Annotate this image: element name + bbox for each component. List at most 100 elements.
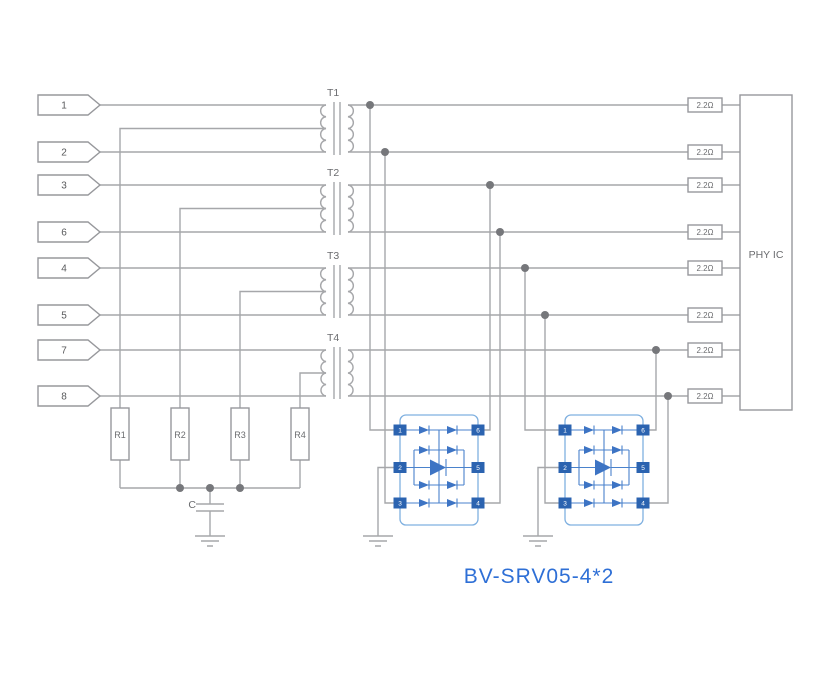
tvs-diode-bars [593, 425, 623, 508]
tvs-array-right: 1 2 3 6 5 4 [558, 414, 650, 526]
tvs-pin [393, 497, 407, 509]
pin-connector-1: 1 [37, 94, 102, 116]
resistor-label: R2 [174, 430, 186, 440]
pin-connector-8: 8 [37, 385, 102, 407]
wire-center-taps [119, 127, 326, 408]
resistor-R1: R1 [110, 407, 130, 461]
tvs-pin-number: 5 [476, 465, 480, 472]
resistor-body [110, 407, 130, 461]
pin-connector-shape [37, 304, 102, 326]
transformer-label: T2 [327, 167, 339, 179]
junction-dot [496, 228, 504, 236]
tvs-diodes [584, 426, 622, 507]
transformer-T2: T2 [320, 167, 354, 235]
resistor-value: 2.2Ω [696, 392, 713, 401]
tvs-pin-number: 6 [641, 428, 645, 435]
pin-connector-shape [37, 141, 102, 163]
pin-connector-5: 5 [37, 304, 102, 326]
resistor-value: 2.2Ω [696, 228, 713, 237]
pin-label: 6 [61, 228, 67, 239]
tvs-pin-number: 2 [398, 465, 402, 472]
junction-dot [652, 346, 660, 354]
tvs-pin-number: 4 [641, 501, 645, 508]
tvs-pin [471, 424, 485, 436]
resistor-label: R1 [114, 430, 126, 440]
resistor-body [687, 177, 723, 193]
primary-coil [320, 349, 327, 397]
resistor-R3: R3 [230, 407, 250, 461]
resistor-body [290, 407, 310, 461]
pin-connector-shape [37, 221, 102, 243]
transformer-T1: T1 [320, 87, 354, 155]
tvs-pin-number: 1 [563, 428, 567, 435]
phy-ic-label: PHY IC [749, 249, 784, 261]
series-resistor-4: 2.2Ω [687, 224, 723, 240]
transformer-label: T1 [327, 87, 339, 99]
ground-symbol [195, 535, 225, 547]
secondary-coil [347, 184, 354, 233]
series-resistor-5: 2.2Ω [687, 260, 723, 276]
resistor-body [687, 97, 723, 113]
junction-dots [176, 101, 672, 492]
junction-dot [541, 311, 549, 319]
core [333, 102, 341, 155]
primary-coil [320, 104, 327, 153]
tvs-pin-number: 4 [476, 501, 480, 508]
tvs-pin [636, 497, 650, 509]
resistor-label: R3 [234, 430, 246, 440]
pin-connector-7: 7 [37, 339, 102, 361]
resistor-R2: R2 [170, 407, 190, 461]
junction-dot [236, 484, 244, 492]
resistor-R4: R4 [290, 407, 310, 461]
junction-dot [206, 484, 214, 492]
pin-connector-6: 6 [37, 221, 102, 243]
tvs-pin [636, 462, 650, 473]
tvs-pin-number: 3 [563, 501, 567, 508]
series-resistor-3: 2.2Ω [687, 177, 723, 193]
pin-label: 2 [61, 148, 67, 159]
part-number-label: BV-SRV05-4*2 [464, 565, 615, 588]
pin-connector-2: 2 [37, 141, 102, 163]
resistor-body [687, 260, 723, 276]
pin-connector-shape [37, 385, 102, 407]
tvs-pin [471, 497, 485, 509]
resistor-value: 2.2Ω [696, 264, 713, 273]
tvs-pin [558, 462, 572, 473]
wire-pin-lines [100, 104, 326, 397]
core [333, 347, 341, 399]
series-resistor-2: 2.2Ω [687, 144, 723, 160]
pin-connector-3: 3 [37, 174, 102, 196]
transformer-label: T4 [327, 332, 339, 344]
series-resistor-7: 2.2Ω [687, 342, 723, 358]
pin-connector-shape [37, 257, 102, 279]
tvs-pin [393, 462, 407, 473]
junction-dot [664, 392, 672, 400]
primary-coil [320, 267, 327, 316]
resistor-body [230, 407, 250, 461]
series-resistor-6: 2.2Ω [687, 307, 723, 323]
resistor-value: 2.2Ω [696, 101, 713, 110]
resistor-body [687, 144, 723, 160]
tvs-pin-number: 5 [641, 465, 645, 472]
pin-label: 4 [61, 264, 67, 275]
resistor-body [687, 224, 723, 240]
phy-ic-block: PHY IC [739, 94, 793, 411]
resistor-body [687, 388, 723, 404]
tvs-pin [558, 424, 572, 436]
transformer-label: T3 [327, 250, 339, 262]
pin-label: 1 [61, 101, 67, 112]
ground-symbol [363, 535, 393, 547]
tvs-pin [636, 424, 650, 436]
tvs-pin-number: 6 [476, 428, 480, 435]
tvs-pin [471, 462, 485, 473]
resistor-value: 2.2Ω [696, 311, 713, 320]
pin-connector-shape [37, 174, 102, 196]
capacitor: C [188, 499, 224, 512]
tvs-pin-number: 1 [398, 428, 402, 435]
pin-label: 3 [61, 181, 67, 192]
resistor-value: 2.2Ω [696, 148, 713, 157]
primary-coil [320, 184, 327, 233]
tvs-pin-number: 3 [398, 501, 402, 508]
tvs-pin [393, 424, 407, 436]
